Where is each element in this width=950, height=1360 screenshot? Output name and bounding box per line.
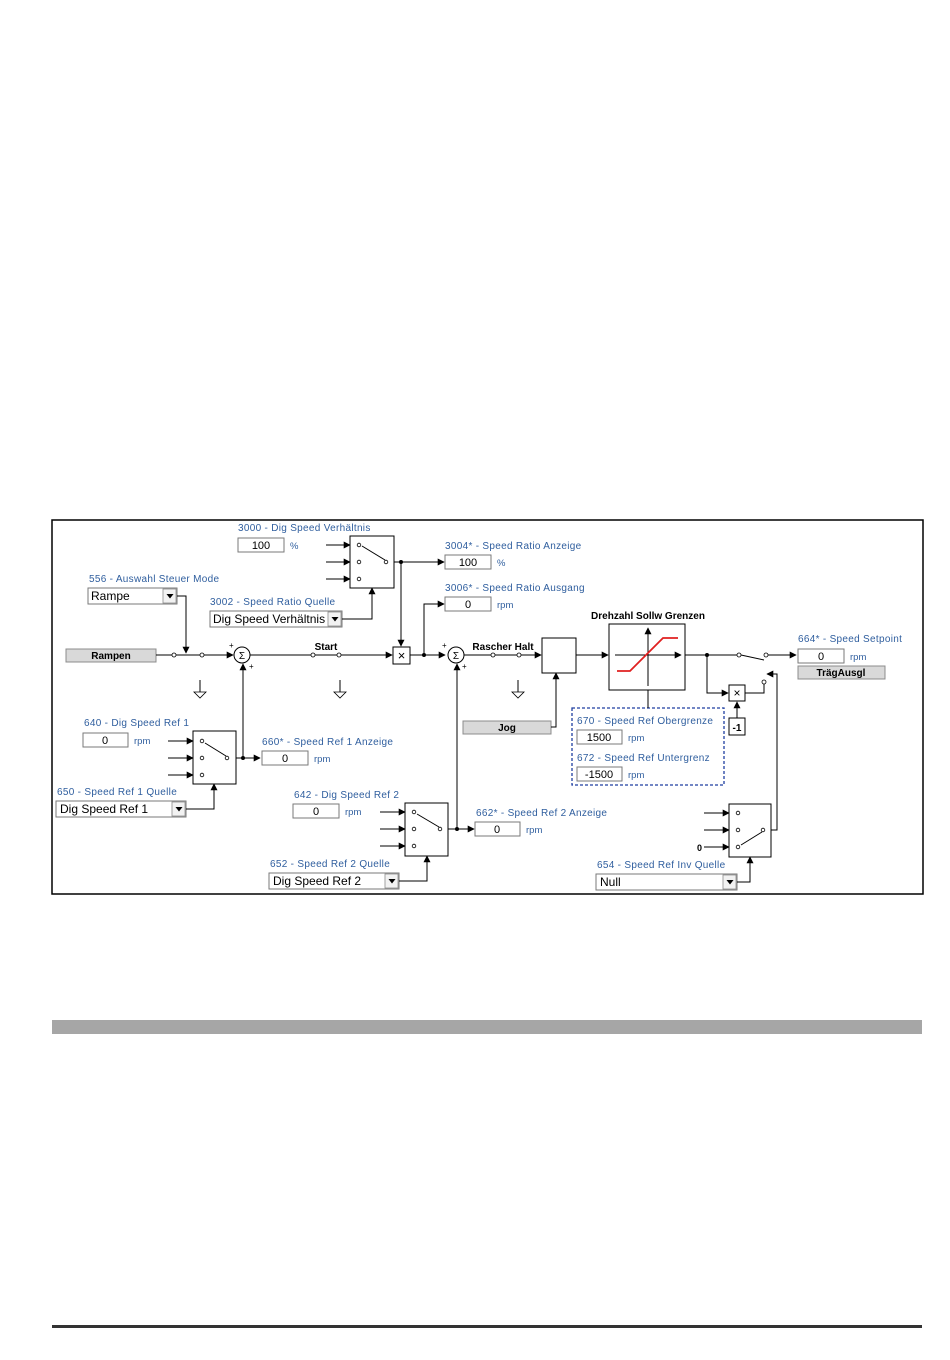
rascher-halt-label: Rascher Halt: [472, 642, 534, 653]
value-box-670[interactable]: [576, 729, 623, 745]
label-3000: 3000 - Dig Speed Verhältnis: [238, 523, 371, 534]
value-box-3004: [444, 554, 492, 570]
dropdown-654[interactable]: Null: [595, 873, 738, 891]
label-652: 652 - Speed Ref 2 Quelle: [270, 859, 390, 870]
label-654: 654 - Speed Ref Inv Quelle: [597, 860, 726, 871]
label-670: 670 - Speed Ref Obergrenze: [577, 716, 713, 727]
label-662: 662* - Speed Ref 2 Anzeige: [476, 808, 607, 819]
zero-input-label: 0: [697, 843, 702, 853]
unit-3004: %: [497, 558, 506, 569]
value-660: 0: [282, 753, 288, 765]
value-box-660: [261, 750, 309, 766]
plus-sign: +: [442, 641, 447, 650]
dropdown-3002[interactable]: Dig Speed Verhältnis: [209, 610, 343, 628]
selector-block-ref1: [192, 730, 237, 785]
dropdown-650-value: Dig Speed Ref 1: [60, 802, 148, 816]
sigma-icon: Σ: [239, 651, 245, 662]
unit-660: rpm: [314, 754, 330, 765]
label-556: 556 - Auswahl Steuer Mode: [89, 574, 219, 585]
dropdown-652[interactable]: Dig Speed Ref 2: [268, 872, 400, 890]
value-642: 0: [313, 806, 319, 818]
value-box-3000[interactable]: [237, 537, 285, 553]
value-box-640[interactable]: [82, 732, 129, 748]
traegausgl-button[interactable]: TrägAusgl: [797, 665, 886, 680]
jog-block: [541, 637, 577, 674]
value-box-642[interactable]: [292, 803, 340, 819]
chevron-down-icon: [388, 879, 396, 884]
label-660: 660* - Speed Ref 1 Anzeige: [262, 737, 393, 748]
chevron-down-icon: [331, 617, 339, 622]
label-642: 642 - Dig Speed Ref 2: [294, 790, 399, 801]
unit-3006: rpm: [497, 600, 513, 611]
label-3002: 3002 - Speed Ratio Quelle: [210, 597, 335, 608]
value-box-662: [474, 821, 521, 837]
label-650: 650 - Speed Ref 1 Quelle: [57, 787, 177, 798]
limit-curve: [617, 637, 678, 672]
unit-664: rpm: [850, 652, 866, 663]
dropdown-556[interactable]: Rampe: [87, 587, 178, 605]
plus-sign: +: [249, 662, 254, 671]
label-3004: 3004* - Speed Ratio Anzeige: [445, 541, 582, 552]
label-664: 664* - Speed Setpoint: [798, 634, 902, 645]
dropdown-654-value: Null: [600, 875, 621, 889]
value-3000: 100: [252, 540, 270, 552]
unit-640: rpm: [134, 736, 150, 747]
rampen-button-label: Rampen: [91, 651, 130, 662]
value-662: 0: [494, 824, 500, 836]
unit-662: rpm: [526, 825, 542, 836]
rampen-button[interactable]: Rampen: [65, 648, 157, 663]
limits-title: Drehzahl Sollw Grenzen: [591, 611, 705, 622]
chevron-down-icon: [166, 594, 174, 599]
chevron-down-icon: [726, 880, 734, 885]
plus-sign: +: [229, 641, 234, 650]
traegausgl-button-label: TrägAusgl: [817, 668, 866, 679]
times-icon: ×: [398, 648, 406, 663]
dropdown-3002-value: Dig Speed Verhältnis: [213, 612, 325, 626]
sigma-icon: Σ: [453, 651, 459, 662]
jog-button[interactable]: Jog: [462, 720, 552, 735]
dropdown-650[interactable]: Dig Speed Ref 1: [55, 800, 187, 818]
value-box-3006: [444, 596, 492, 612]
times-icon: ×: [733, 686, 740, 700]
label-640: 640 - Dig Speed Ref 1: [84, 718, 189, 729]
plus-sign: +: [462, 662, 467, 671]
unit-642: rpm: [345, 807, 361, 818]
start-label: Start: [315, 642, 338, 653]
limits-block: [608, 623, 686, 691]
label-672: 672 - Speed Ref Untergrenz: [577, 753, 710, 764]
unit-672: rpm: [628, 770, 644, 781]
ground-icon: [193, 680, 207, 699]
ground-icon: [511, 680, 525, 699]
dropdown-556-value: Rampe: [91, 589, 130, 603]
jog-button-label: Jog: [498, 723, 516, 734]
chevron-down-icon: [175, 807, 183, 812]
footer-rule: [52, 1325, 922, 1328]
dropdown-652-value: Dig Speed Ref 2: [273, 874, 361, 888]
section-divider-bar: [52, 1020, 922, 1034]
label-3006: 3006* - Speed Ratio Ausgang: [445, 583, 585, 594]
value-670: 1500: [587, 732, 611, 744]
value-3004: 100: [459, 557, 477, 569]
value-3006: 0: [465, 599, 471, 611]
value-672: -1500: [585, 769, 613, 781]
value-box-672[interactable]: [576, 766, 623, 782]
value-664: 0: [818, 651, 824, 663]
value-box-664: [797, 648, 845, 664]
unit-3000: %: [290, 541, 299, 552]
value-640: 0: [102, 735, 108, 747]
minus-one-label: -1: [733, 723, 742, 734]
ground-icon: [333, 680, 347, 699]
unit-670: rpm: [628, 733, 644, 744]
